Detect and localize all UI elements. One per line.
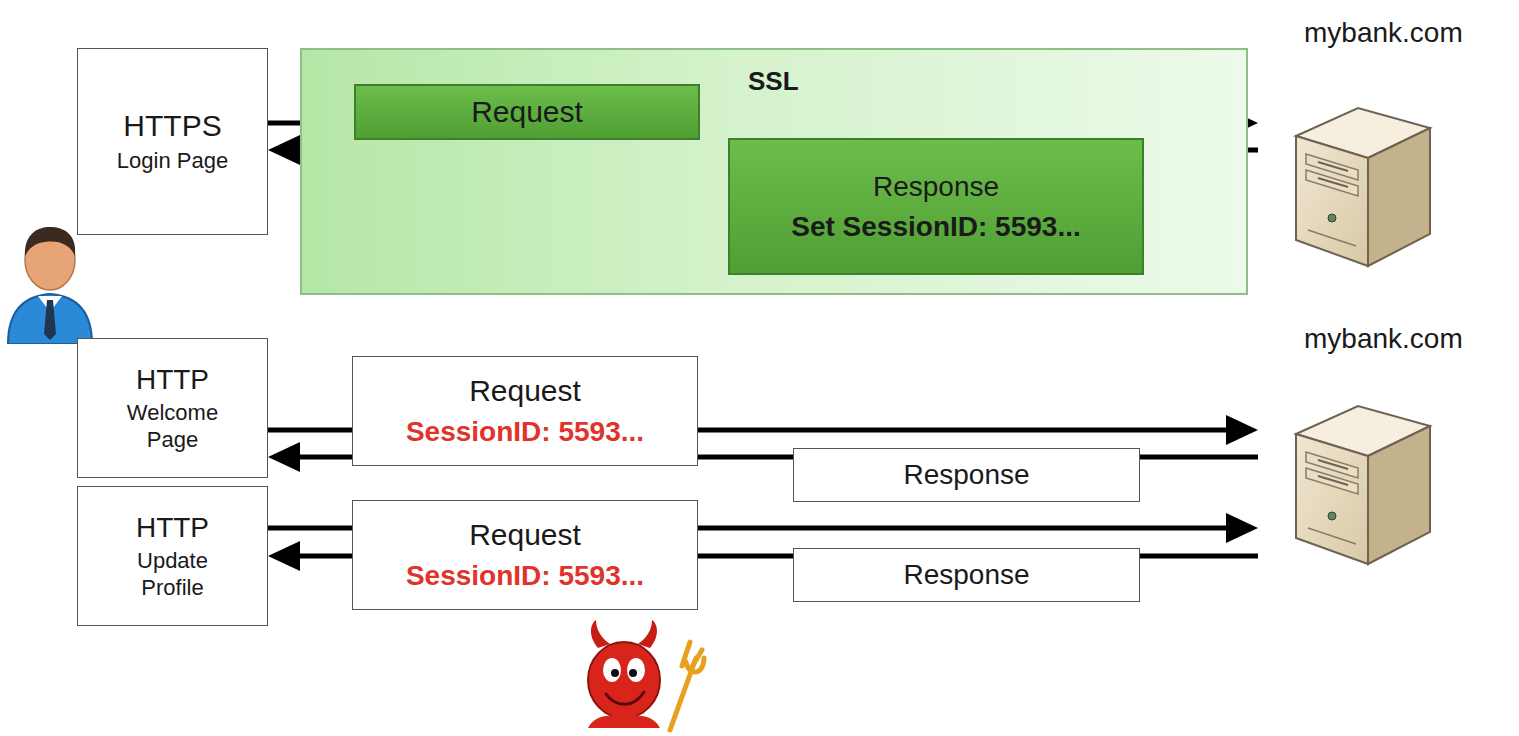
page-box: HTTPS Login Page: [77, 48, 268, 235]
message-box: ResponseSet SessionID: 5593...: [728, 138, 1144, 275]
ssl-band: SSL RequestResponseSet SessionID: 5593...: [300, 48, 1248, 295]
box-heading: Response: [903, 458, 1029, 492]
box-text: Set SessionID: 5593...: [791, 210, 1080, 244]
box-text: SessionID: 5593...: [406, 559, 644, 593]
attacker-devil: [578, 618, 708, 736]
box-heading: Request: [469, 373, 581, 409]
box-heading: HTTP: [136, 363, 209, 397]
page-box: HTTPWelcome Page: [77, 338, 268, 478]
message-box: Response: [793, 448, 1140, 502]
box-heading: Request: [471, 94, 583, 130]
server-icon: [1288, 96, 1438, 271]
box-heading: Response: [873, 170, 999, 204]
box-heading: HTTP: [136, 511, 209, 545]
box-heading: Request: [469, 517, 581, 553]
server-node: mybank.com: [1258, 12, 1516, 274]
server-name: mybank.com: [1304, 322, 1463, 356]
box-text: Update Profile: [108, 548, 238, 601]
page-box: HTTPUpdate Profile: [77, 486, 268, 626]
box-heading: HTTPS: [123, 108, 221, 144]
server-name: mybank.com: [1304, 16, 1463, 50]
user-figure: [0, 216, 100, 344]
server-node: mybank.com: [1258, 318, 1516, 580]
box-heading: Response: [903, 558, 1029, 592]
message-box: RequestSessionID: 5593...: [352, 500, 698, 610]
message-box: RequestSessionID: 5593...: [352, 356, 698, 466]
box-text: Login Page: [108, 148, 238, 174]
box-text: Welcome Page: [108, 400, 238, 453]
message-box: Response: [793, 548, 1140, 602]
box-text: SessionID: 5593...: [406, 415, 644, 449]
box-heading: SSL: [748, 66, 799, 97]
server-icon: [1288, 394, 1438, 569]
message-box: Request: [354, 84, 700, 140]
